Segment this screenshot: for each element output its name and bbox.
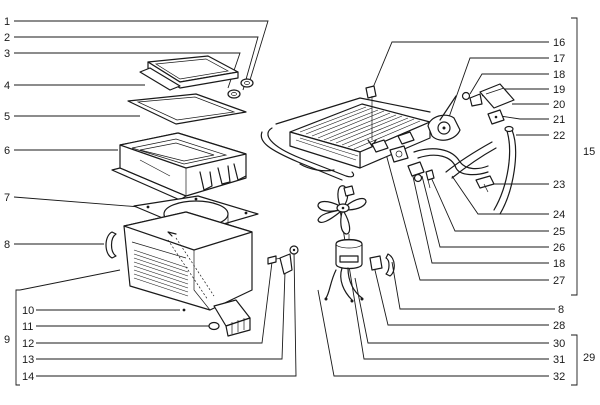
clip-left-part [105, 231, 117, 259]
label-5: 5 [4, 111, 10, 123]
left-callout-labels: 1 2 3 4 5 6 7 8 9 10 11 12 13 14 [4, 16, 34, 383]
label-7: 7 [4, 192, 10, 204]
label-10: 10 [22, 305, 34, 317]
radiator-grille [133, 249, 189, 297]
lower-housing-part [123, 211, 299, 337]
label-9: 9 [4, 334, 10, 346]
label-26: 26 [553, 242, 565, 254]
label-14: 14 [22, 371, 34, 383]
label-28: 28 [553, 320, 565, 332]
label-13: 13 [22, 354, 34, 366]
label-6: 6 [4, 145, 10, 157]
label-23: 23 [553, 179, 565, 191]
label-8-right: 8 [558, 304, 564, 316]
label-16: 16 [553, 37, 565, 49]
gasket-frame-part [127, 93, 247, 125]
label-24: 24 [553, 209, 565, 221]
label-15: 15 [583, 146, 595, 158]
label-30: 30 [553, 338, 565, 350]
label-20: 20 [553, 99, 565, 111]
label-1: 1 [4, 16, 10, 28]
label-19: 19 [553, 84, 565, 96]
bracket-9 [15, 289, 20, 386]
label-3: 3 [4, 48, 10, 60]
label-11: 11 [22, 321, 33, 333]
label-8: 8 [4, 239, 10, 251]
small-fittings-top-right [461, 83, 515, 125]
bracket-15 [571, 17, 578, 296]
label-2: 2 [4, 32, 10, 44]
fan-motor-part [317, 185, 395, 303]
label-18-top: 18 [553, 69, 565, 81]
hoses-lower-right [413, 141, 497, 193]
top-cover-part [139, 55, 239, 91]
right-callout-labels: 16 17 18 19 20 21 22 15 23 24 25 26 18 2… [553, 37, 595, 383]
label-17: 17 [553, 53, 565, 65]
label-4: 4 [4, 80, 10, 92]
label-31: 31 [553, 354, 565, 366]
label-27: 27 [553, 275, 565, 287]
label-22: 22 [553, 130, 565, 142]
valve-part [427, 95, 461, 141]
left-leader-lines [13, 20, 297, 377]
heater-core-fins [295, 106, 421, 161]
label-25: 25 [553, 226, 565, 238]
label-32: 32 [553, 371, 565, 383]
label-29: 29 [583, 352, 595, 364]
bracket-29 [571, 334, 578, 386]
heater-core-part [260, 85, 431, 181]
label-18-bottom: 18 [553, 258, 565, 270]
label-12: 12 [22, 338, 34, 350]
label-21: 21 [553, 114, 565, 126]
housing-cover-part [111, 132, 247, 201]
small-fittings-bottom-right [389, 145, 435, 189]
nut-parts [227, 78, 254, 99]
hose-22-part [493, 125, 517, 215]
